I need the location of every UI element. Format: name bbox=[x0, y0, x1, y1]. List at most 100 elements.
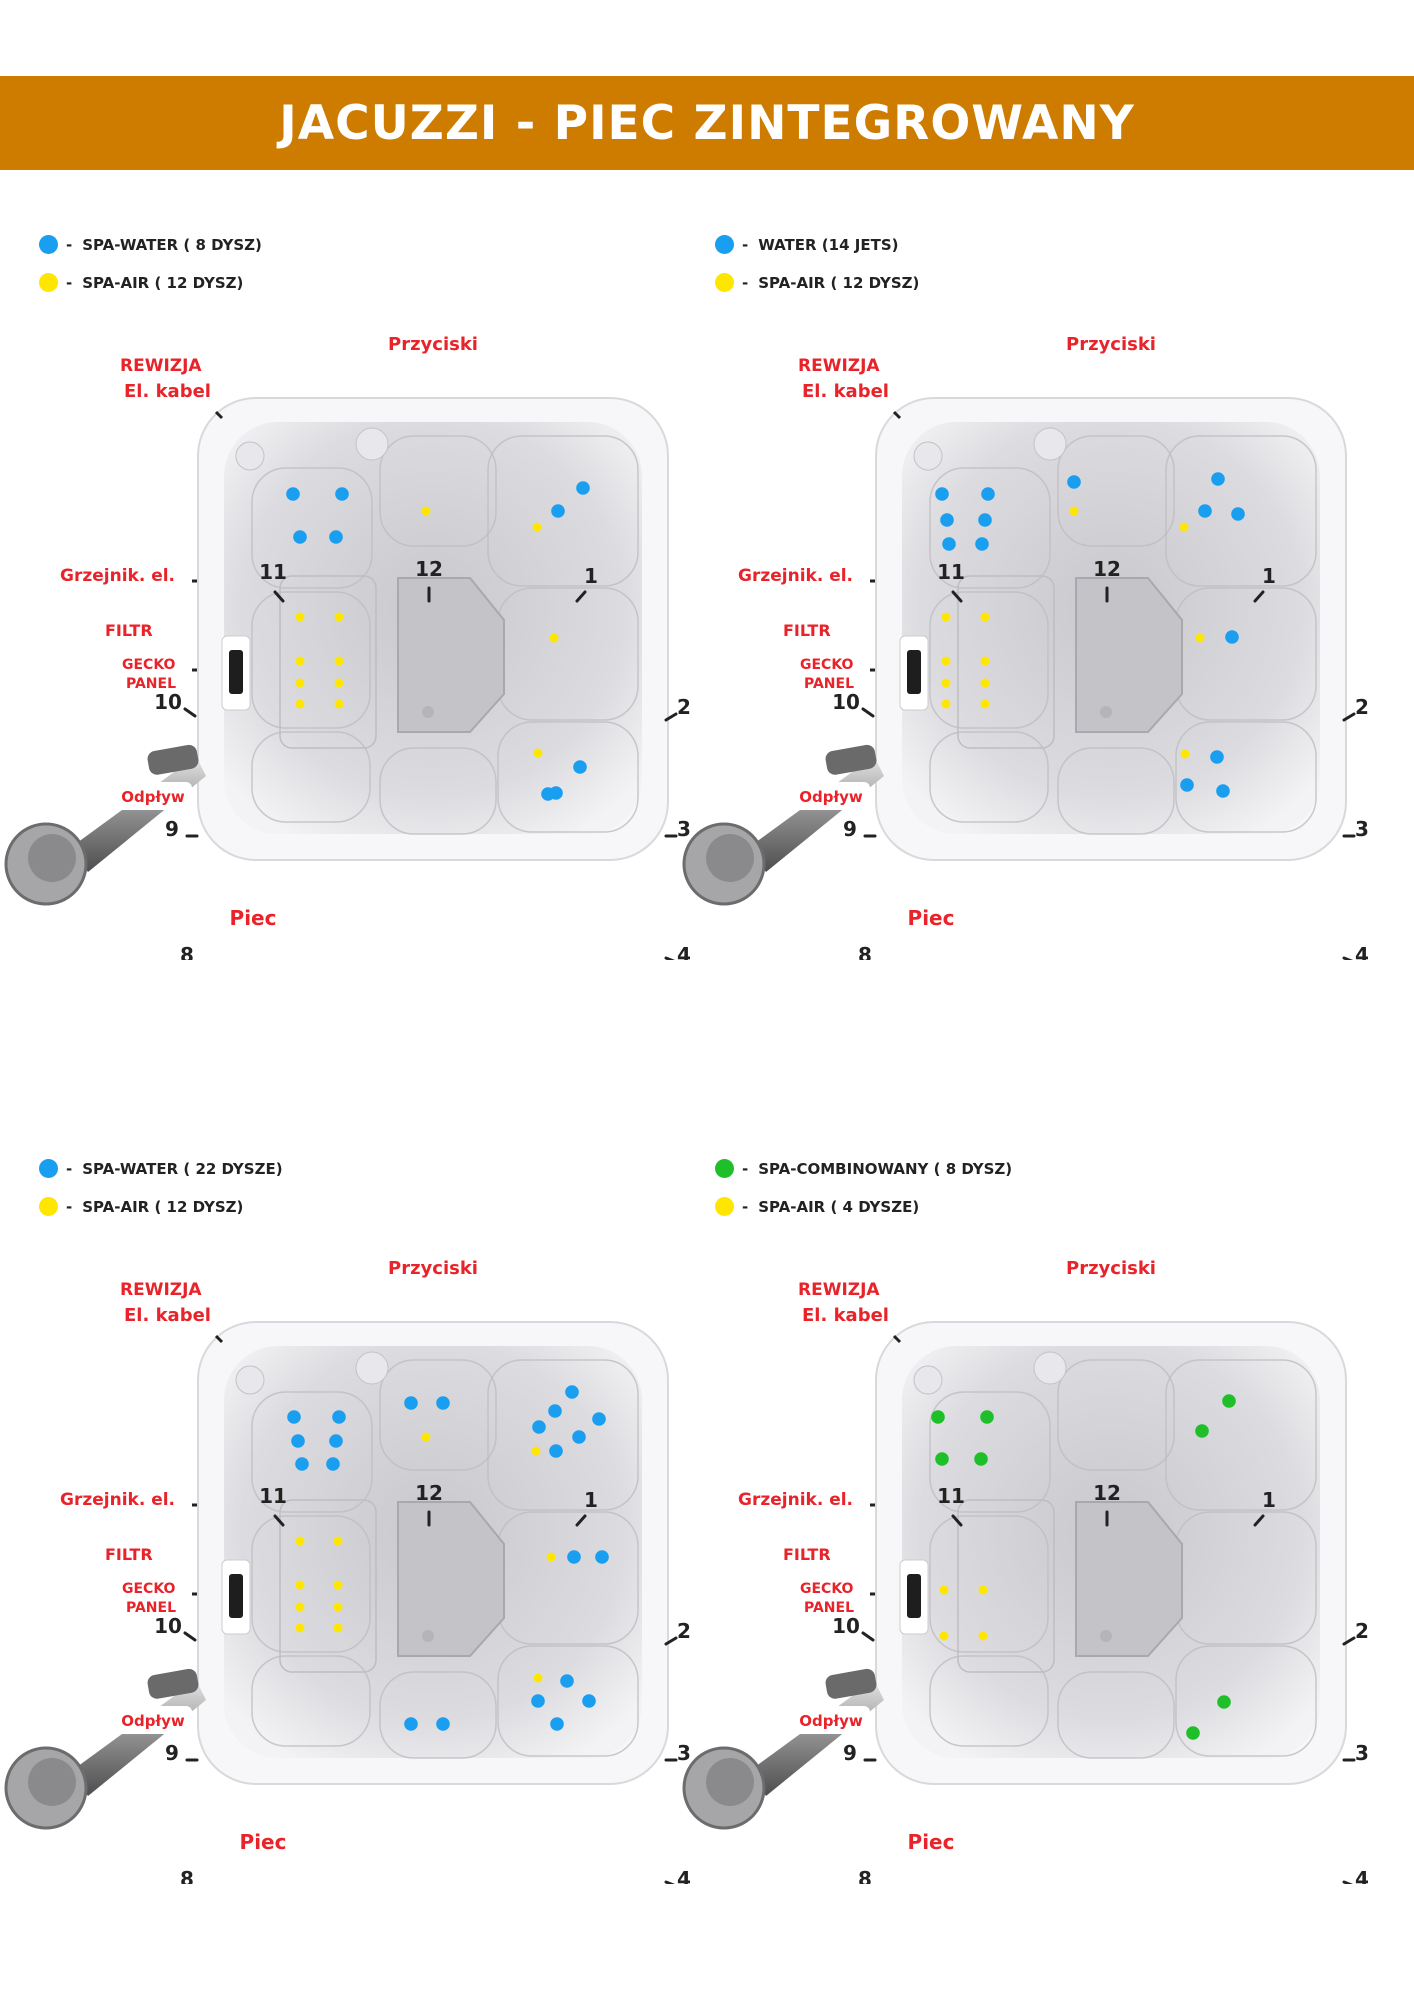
clock-position-12: 12 bbox=[415, 1481, 443, 1505]
legend-item: -WATER (14 JETS) bbox=[715, 235, 898, 254]
legend-item: -SPA-AIR ( 4 DYSZE) bbox=[715, 1197, 919, 1216]
water-jet bbox=[436, 1396, 450, 1410]
combo-jet bbox=[935, 1452, 949, 1466]
label-grzejnik: Grzejnik. el. bbox=[738, 1490, 853, 1510]
air-jet-icon bbox=[39, 1197, 58, 1216]
water-jet bbox=[295, 1457, 309, 1471]
water-jet bbox=[942, 537, 956, 551]
air-jet bbox=[334, 678, 344, 688]
legend-dash: - bbox=[742, 1197, 749, 1216]
water-jet bbox=[541, 787, 555, 801]
combo-jet bbox=[980, 1410, 994, 1424]
clock-position-2: 2 bbox=[677, 695, 691, 719]
label-piec: Piec bbox=[240, 1830, 287, 1854]
clock-position-1: 1 bbox=[1262, 1488, 1276, 1512]
water-jet bbox=[1210, 750, 1224, 764]
tub-drawing: 121234567891011PrzyciskiREWIZJAEl. kabel… bbox=[4, 334, 691, 960]
drain-pipe bbox=[70, 756, 206, 872]
water-jet bbox=[595, 1550, 609, 1564]
clock-position-11: 11 bbox=[937, 1484, 965, 1508]
legend-dash: - bbox=[66, 1197, 73, 1216]
water-jet bbox=[565, 1385, 579, 1399]
label-przyciski: Przyciski bbox=[1066, 334, 1156, 355]
label-grzejnik: Grzejnik. el. bbox=[60, 1490, 175, 1510]
combo-jet bbox=[1222, 1394, 1236, 1408]
water-jet bbox=[532, 1420, 546, 1434]
clock-position-4: 4 bbox=[677, 1867, 691, 1884]
water-jet bbox=[404, 1396, 418, 1410]
tub-diagram-3: -SPA-WATER ( 22 DYSZE) -SPA-AIR ( 12 DYSZ… bbox=[0, 1124, 707, 1884]
label-el-kabel: El. kabel bbox=[802, 381, 889, 402]
clock-position-1: 1 bbox=[584, 1488, 598, 1512]
water-jet bbox=[981, 487, 995, 501]
legend-label: WATER (14 JETS) bbox=[758, 235, 899, 254]
water-jet bbox=[1231, 507, 1245, 521]
clock-position-4: 4 bbox=[1355, 1867, 1369, 1884]
clock-position-8: 8 bbox=[180, 1867, 194, 1884]
label-gecko: GECKO bbox=[800, 657, 854, 673]
combo-jet bbox=[974, 1452, 988, 1466]
label-odplyw: Odpływ bbox=[121, 788, 185, 806]
label-rewizja: REWIZJA bbox=[120, 1280, 202, 1300]
air-jet-icon bbox=[39, 273, 58, 292]
label-rewizja: REWIZJA bbox=[798, 1280, 880, 1300]
label-odplyw: Odpływ bbox=[799, 788, 863, 806]
air-jet bbox=[941, 612, 951, 622]
water-jet bbox=[332, 1410, 346, 1424]
clock-position-9: 9 bbox=[843, 1741, 857, 1765]
label-przyciski: Przyciski bbox=[388, 1258, 478, 1279]
water-jet bbox=[975, 537, 989, 551]
label-grzejnik: Grzejnik. el. bbox=[738, 566, 853, 586]
clock-position-10: 10 bbox=[832, 690, 860, 714]
water-jet bbox=[1225, 630, 1239, 644]
clock-position-12: 12 bbox=[1093, 1481, 1121, 1505]
label-gecko: GECKO bbox=[800, 1581, 854, 1597]
clock-position-4: 4 bbox=[677, 943, 691, 960]
water-jet bbox=[291, 1434, 305, 1448]
clock-position-8: 8 bbox=[858, 943, 872, 960]
water-jet bbox=[935, 487, 949, 501]
footwell bbox=[1075, 1501, 1183, 1657]
water-jet bbox=[576, 481, 590, 495]
air-jet bbox=[295, 1536, 305, 1546]
label-panel: PANEL bbox=[126, 676, 176, 692]
air-jet bbox=[333, 1623, 343, 1633]
clock-position-11: 11 bbox=[937, 560, 965, 584]
legend-dash: - bbox=[742, 235, 749, 254]
air-jet bbox=[1069, 506, 1079, 516]
legend-dash: - bbox=[742, 273, 749, 292]
air-jet bbox=[295, 1580, 305, 1590]
drain-pipe bbox=[748, 1680, 884, 1796]
legend-label: SPA-AIR ( 12 DYSZ) bbox=[82, 273, 244, 292]
label-panel: PANEL bbox=[126, 1600, 176, 1616]
tub-drawing: 121234567891011PrzyciskiREWIZJAEl. kabel… bbox=[682, 334, 1369, 960]
legend-item: -SPA-COMBINOWANY ( 8 DYSZ) bbox=[715, 1159, 1012, 1178]
clock-position-12: 12 bbox=[1093, 557, 1121, 581]
air-jet bbox=[533, 748, 543, 758]
air-jet bbox=[549, 633, 559, 643]
clock-position-2: 2 bbox=[1355, 695, 1369, 719]
drain-pipe bbox=[70, 1680, 206, 1796]
air-jet-icon bbox=[715, 1197, 734, 1216]
water-jet bbox=[940, 513, 954, 527]
clock-position-4: 4 bbox=[1355, 943, 1369, 960]
label-filtr: FILTR bbox=[105, 1545, 153, 1564]
air-jet bbox=[980, 678, 990, 688]
clock-position-3: 3 bbox=[677, 1741, 691, 1765]
clock-position-8: 8 bbox=[180, 943, 194, 960]
label-przyciski: Przyciski bbox=[1066, 1258, 1156, 1279]
water-jet bbox=[572, 1430, 586, 1444]
legend-item: -SPA-WATER ( 22 DYSZE) bbox=[39, 1159, 283, 1178]
drain-pipe bbox=[748, 756, 884, 872]
air-jet bbox=[421, 506, 431, 516]
water-jet bbox=[573, 760, 587, 774]
air-jet bbox=[334, 612, 344, 622]
combo-jet-icon bbox=[715, 1159, 734, 1178]
water-jet bbox=[329, 1434, 343, 1448]
legend-label: SPA-AIR ( 12 DYSZ) bbox=[82, 1197, 244, 1216]
label-odplyw: Odpływ bbox=[799, 1712, 863, 1730]
air-jet bbox=[295, 1602, 305, 1612]
water-jet bbox=[549, 1444, 563, 1458]
water-jet bbox=[335, 487, 349, 501]
